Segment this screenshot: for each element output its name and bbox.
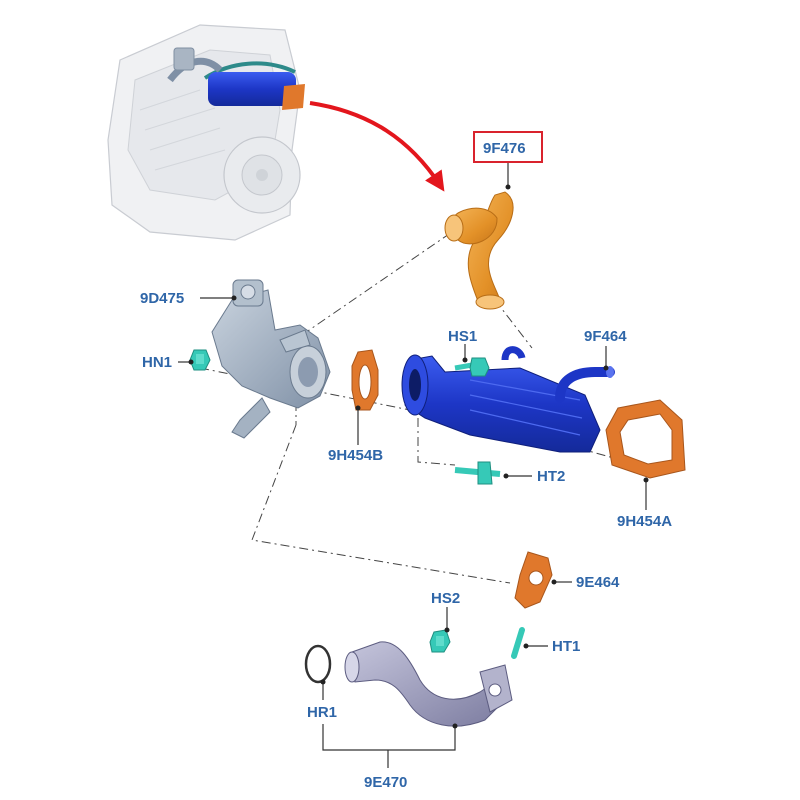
leader-lines — [178, 162, 649, 768]
label-9h454a: 9H454A — [617, 513, 672, 530]
egr-cooler — [401, 346, 601, 453]
label-ht2: HT2 — [537, 468, 565, 485]
label-9h454b: 9H454B — [328, 447, 383, 464]
engine-overview-illustration — [107, 24, 305, 241]
pipe-9e470 — [344, 641, 513, 727]
stud-ht2 — [454, 461, 501, 485]
gasket-9h454b — [351, 349, 379, 411]
label-hn1: HN1 — [142, 354, 172, 371]
label-9d475: 9D475 — [140, 290, 184, 307]
gasket-9h454a — [605, 399, 686, 479]
screw-hs2 — [429, 629, 451, 653]
part-labels: 9F476 9D475 HN1 HS1 9F464 9H454B HT2 9H4… — [140, 140, 672, 791]
oring-hr1 — [304, 644, 332, 684]
label-9f476: 9F476 — [483, 140, 526, 157]
highlight-box — [473, 131, 543, 163]
label-9e470: 9E470 — [364, 774, 407, 791]
label-9f464: 9F464 — [584, 328, 627, 345]
nut-hn1 — [189, 349, 211, 371]
label-9e464: 9E464 — [576, 574, 620, 591]
label-ht1: HT1 — [552, 638, 580, 655]
callout-arrow — [309, 101, 445, 192]
screw-hs1 — [454, 357, 490, 377]
label-hs1: HS1 — [448, 328, 477, 345]
stud-ht1 — [511, 627, 525, 659]
label-hr1: HR1 — [307, 704, 337, 721]
egr-tube-9f476 — [444, 191, 514, 310]
label-hs2: HS2 — [431, 590, 460, 607]
egr-valve-housing-9d475 — [211, 279, 331, 439]
gasket-9e464 — [514, 551, 553, 609]
